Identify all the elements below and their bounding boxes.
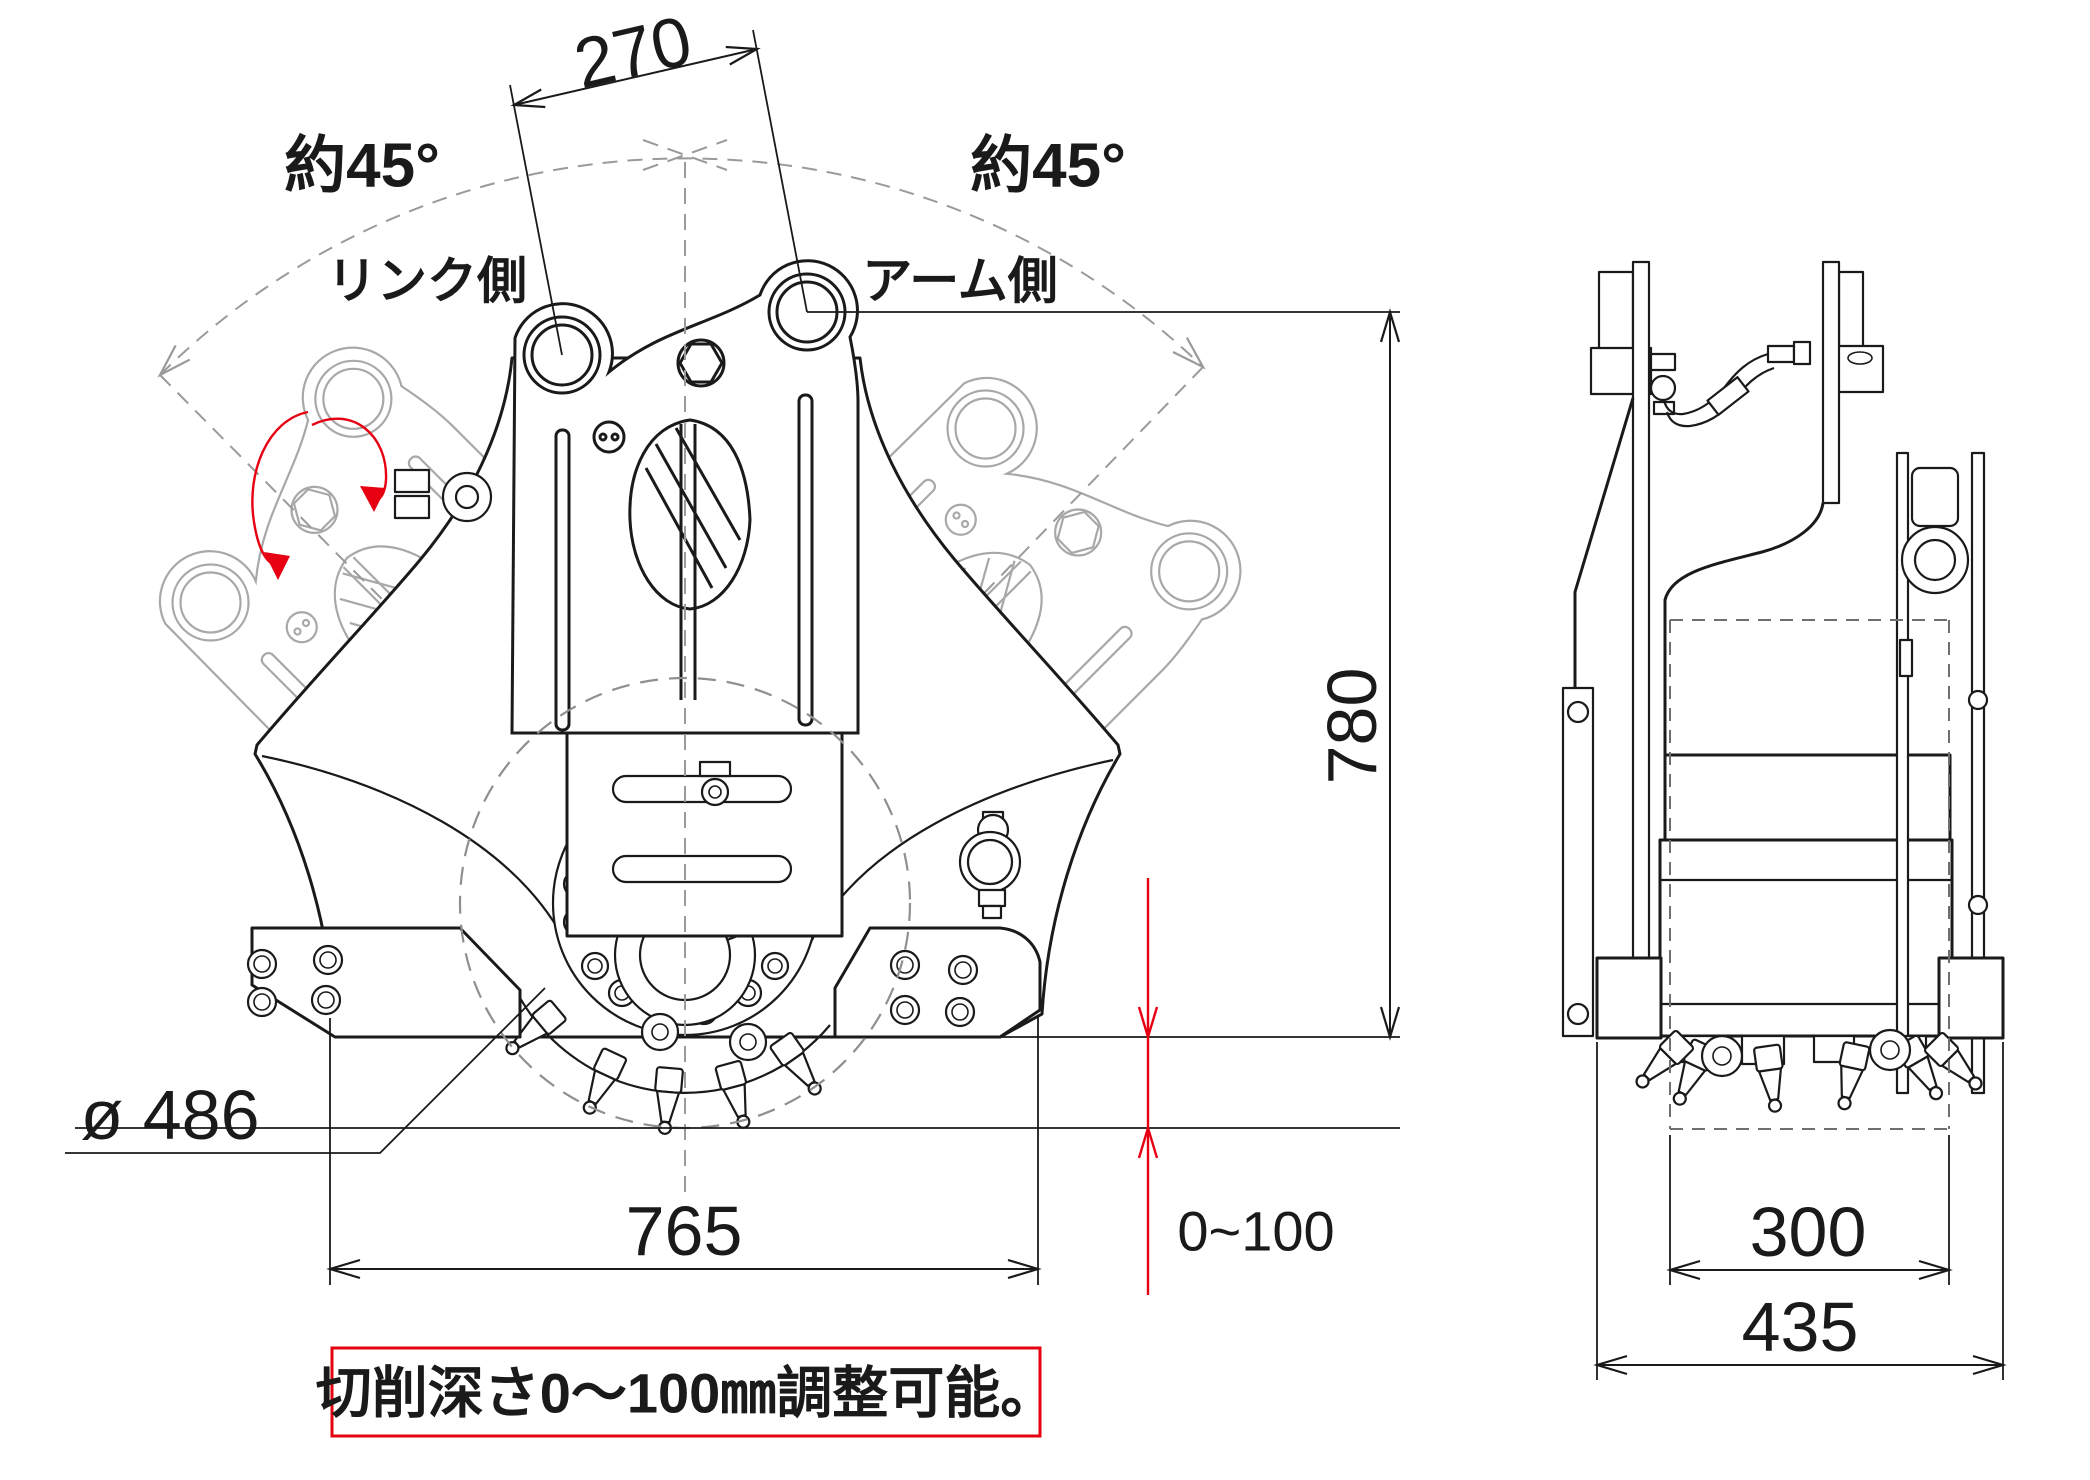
- dim-300-label: 300: [1750, 1193, 1867, 1271]
- dimension-300: 300: [1666, 1135, 1953, 1285]
- side-drum-phantom: [1669, 619, 1950, 1130]
- label-link-side: リンク側: [327, 253, 527, 309]
- skid-plates: [246, 926, 1042, 1039]
- label-arm-side: アーム側: [862, 253, 1058, 309]
- side-view: [1561, 260, 2005, 1130]
- dim-435-label: 435: [1742, 1288, 1859, 1366]
- center-plate: [565, 729, 844, 938]
- dim-270-label: 270: [567, 1, 698, 103]
- dimension-780: 780: [807, 308, 1401, 1041]
- label-angle-right: 約45°: [970, 132, 1126, 201]
- side-drum-teeth: [1628, 1028, 1990, 1115]
- dimension-486: ø 486: [65, 987, 546, 1154]
- dimension-depth: 0~100: [1148, 878, 1335, 1295]
- caption-box: 切削深さ0～100㎜調整可能。: [316, 1346, 1057, 1438]
- front-view: [75, 139, 1400, 1196]
- dimension-765: 765: [326, 1015, 1042, 1285]
- depth-range-label: 0~100: [1177, 1200, 1334, 1263]
- label-angle-left: 約45°: [284, 132, 440, 201]
- caption-text: 切削深さ0～100㎜調整可能。: [316, 1362, 1057, 1425]
- dim-780-label: 780: [1313, 668, 1391, 785]
- rotation-arrows-icon: [251, 410, 388, 580]
- cutter-drum: [498, 997, 831, 1137]
- dim-765-label: 765: [626, 1192, 743, 1270]
- dimension-435: 435: [1593, 1042, 2007, 1380]
- dia-486-label: ø 486: [81, 1076, 260, 1154]
